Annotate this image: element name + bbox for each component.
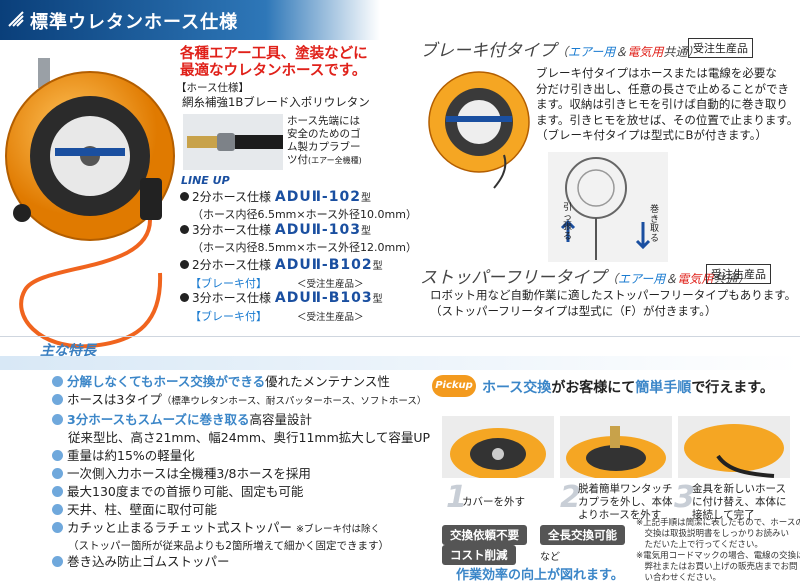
lineup-item: 2分ホース仕様 ADUⅡ-B102型 【ブレーキ付】＜受注生産品＞ [180, 257, 383, 293]
notes: ※上記手順は簡潔に表したもので、ホースの 交換は取扱説明書をしっかりお読みい た… [636, 518, 800, 583]
list-item: 3分ホースもスムーズに巻き取る高容量設計 [52, 411, 430, 429]
list-item: ホースは3タイプ（標準ウレタンホース、耐スパッターホース、ソフトホース） [52, 391, 430, 411]
spec-value: 網糸補強1Bブレード入ポリウレタン [182, 95, 370, 109]
etc-label: など [540, 552, 560, 563]
section-divider [0, 336, 800, 337]
catch-line-1: 各種エアー工具、塗装などに [180, 46, 368, 62]
tag-full-length: 全長交換可能 [540, 525, 625, 545]
step-3-image [678, 416, 790, 478]
lineup-item: 3分ホース仕様 ADUⅡ-103型 （ホース内径8.5mm×ホース外径12.0m… [180, 222, 417, 256]
hose-tip-note: ホース先端には 安全のためのゴ ム製カプラブー ツ付(エアー全機種) [287, 115, 362, 166]
lineup-item: 3分ホース仕様 ADUⅡ-B103型 【ブレーキ付】＜受注生産品＞ [180, 290, 383, 326]
step-number: 3 [674, 480, 695, 515]
step-number: 1 [446, 480, 467, 515]
step-number: 2 [560, 480, 581, 515]
list-item: 巻き込み防止ゴムストッパー [52, 553, 430, 571]
features-band [0, 356, 800, 370]
brake-description: ブレーキ付タイプはホースまたは電線を必要な 分だけ引き出し、任意の長さで止めるこ… [536, 66, 799, 142]
hose-reel-image [5, 58, 175, 349]
list-item: （ストッパー箇所が従来品よりも2箇所増えて細かく固定できます） [68, 540, 389, 552]
spec-label: 【ホース仕様】 [176, 82, 249, 94]
step-2-image [560, 416, 672, 478]
stopper-badge: 受注生産品 [706, 264, 771, 284]
header-mark-icon [8, 11, 24, 27]
pickup-badge: Pickup [432, 375, 476, 397]
list-item: 重量は約15%の軽量化 [52, 447, 430, 465]
brake-diagram [548, 152, 668, 262]
list-item: 分解しなくてもホース交換ができる優れたメンテナンス性 [52, 373, 430, 391]
catch-line-2: 最適なウレタンホースです。 [180, 63, 367, 79]
stopper-title: ストッパーフリータイプ（エアー用＆電気用共通） [420, 268, 750, 288]
pull-label: 引っ張る [563, 203, 573, 242]
brake-badge: 受注生産品 [688, 38, 753, 58]
lineup-heading: LINE UP [181, 174, 230, 187]
coupler-image [183, 114, 283, 170]
brake-title: ブレーキ付タイプ（エアー用＆電気用共通） [420, 41, 700, 61]
page-title: 標準ウレタンホース仕様 [30, 12, 239, 33]
step-3-text: 金具を新しいホースに付け替え、本体に接続して完了 [692, 483, 787, 521]
list-item: 天井、柱、壁面に取付可能 [52, 501, 430, 519]
list-item: 従来型比、高さ21mm、幅24mm、奥行11mm拡大して容量UP [68, 430, 431, 445]
result-text: 作業効率の向上が図れます。 [456, 568, 624, 583]
step-1-image [442, 416, 554, 478]
step-1-text: カバーを外す [462, 496, 525, 508]
wind-label: 巻き取る [650, 205, 660, 244]
step-2-text: 脱着簡単ワンタッチカプラを外し、本体よりホースを外す [578, 483, 673, 521]
tag-no-request: 交換依頼不要 [442, 525, 527, 545]
pickup-headline: ホース交換がお客様にて簡単手順で行えます。 [482, 380, 774, 396]
brake-reel-image [428, 71, 530, 189]
header-band [0, 0, 380, 40]
feature-list: 分解しなくてもホース交換ができる優れたメンテナンス性 ホースは3タイプ（標準ウレ… [52, 373, 430, 571]
tag-cost-down: コスト削減 [442, 545, 516, 565]
features-heading: 主な特長 [40, 343, 96, 359]
stopper-description: ロボット用など自動作業に適したストッパーフリータイプもあります。 （ストッパーフ… [430, 288, 797, 318]
list-item: カチッと止まるラチェット式ストッパー ※ブレーキ付は除く [52, 519, 430, 539]
list-item: 最大130度までの首振り可能、固定も可能 [52, 483, 430, 501]
list-item: 一次側入力ホースは全機種3/8ホースを採用 [52, 465, 430, 483]
lineup-item: 2分ホース仕様 ADUⅡ-102型 （ホース内径6.5mm×ホース外径10.0m… [180, 189, 417, 223]
